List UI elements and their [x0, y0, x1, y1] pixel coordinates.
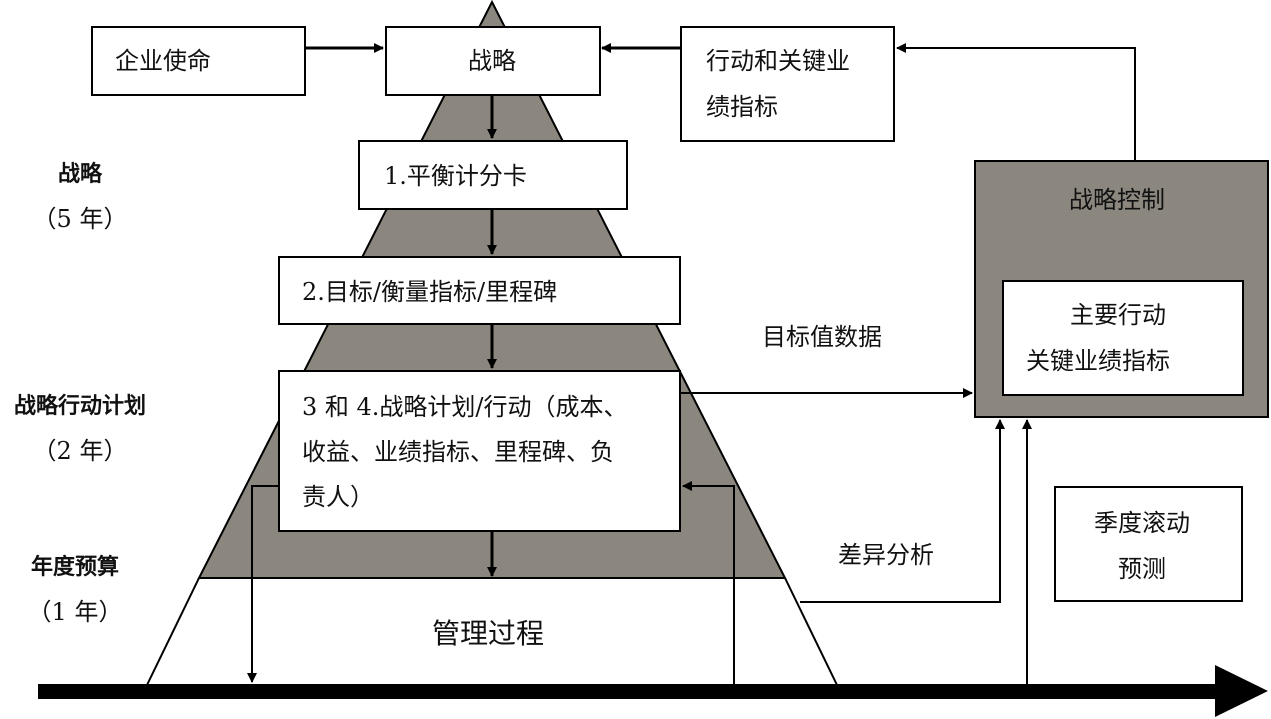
step34-line2: 收益、业绩指标、里程碑、负	[302, 438, 614, 466]
step1-label: 1.平衡计分卡	[384, 162, 527, 190]
level-annual-budget-name: 年度预算	[30, 555, 119, 580]
step2-box: 2.目标/衡量指标/里程碑	[278, 256, 681, 325]
step1-box: 1.平衡计分卡	[358, 140, 628, 210]
arrow-control-kpi	[896, 43, 1136, 160]
timeline-arrowhead	[1215, 665, 1268, 717]
target-data-label: 目标值数据	[762, 323, 882, 351]
level-annual-budget-period: （1 年）	[27, 598, 123, 626]
strategy-box: 战略	[385, 26, 601, 96]
level-strategy: 战略 （5 年）	[10, 160, 150, 234]
forecast-box: 季度滚动 预测	[1054, 486, 1243, 602]
level-annual-budget: 年度预算 （1 年）	[0, 553, 150, 627]
control-inner-line1: 主要行动	[1070, 301, 1166, 329]
strategic-control-box: 战略控制 主要行动 关键业绩指标	[974, 160, 1269, 418]
level-action-plan: 战略行动计划 （2 年）	[0, 392, 160, 466]
step34-line1: 3 和 4.战略计划/行动（成本、	[302, 393, 628, 421]
step34-box: 3 和 4.战略计划/行动（成本、 收益、业绩指标、里程碑、负 责人）	[278, 370, 681, 532]
strategic-control-title: 战略控制	[1069, 186, 1165, 214]
arrow-timeline-step34	[682, 481, 735, 684]
management-label: 管理过程	[432, 617, 545, 650]
kpi-label-line1: 行动和关键业	[706, 47, 850, 75]
kpi-box: 行动和关键业 绩指标	[680, 26, 895, 142]
step2-label: 2.目标/衡量指标/里程碑	[302, 278, 558, 306]
kpi-label-line2: 绩指标	[706, 93, 778, 121]
level-action-plan-name: 战略行动计划	[13, 394, 146, 419]
mission-label: 企业使命	[115, 47, 211, 75]
level-strategy-period: （5 年）	[32, 205, 128, 233]
forecast-line2: 预测	[1118, 555, 1166, 583]
arrow-step34-timeline	[247, 485, 278, 683]
level-action-plan-period: （2 年）	[32, 437, 128, 465]
pyramid-right-edge	[784, 577, 838, 686]
control-inner-box: 主要行动 关键业绩指标	[1002, 280, 1244, 396]
variance-label: 差异分析	[838, 541, 934, 569]
arrow-variance-control	[800, 419, 1005, 603]
mission-box: 企业使命	[91, 26, 306, 96]
timeline-bar	[38, 684, 1223, 699]
pyramid-left-edge	[146, 577, 200, 686]
control-inner-line2: 关键业绩指标	[1026, 347, 1170, 375]
strategy-label: 战略	[468, 47, 516, 75]
step34-line3: 责人）	[302, 483, 374, 511]
forecast-line1: 季度滚动	[1094, 509, 1190, 537]
level-strategy-name: 战略	[57, 162, 102, 187]
